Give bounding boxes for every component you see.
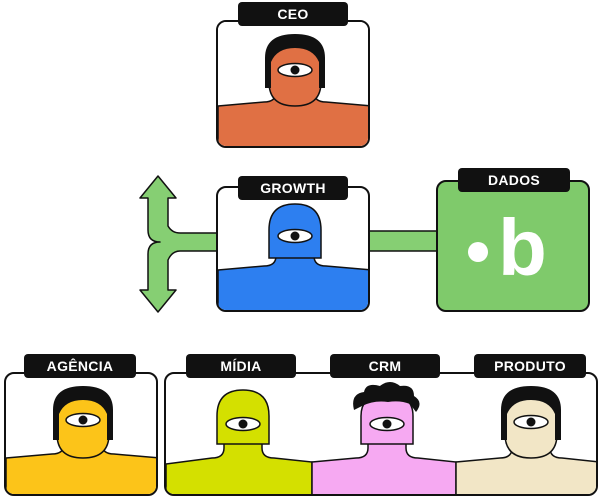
growth-left-arrow-connector xyxy=(139,175,221,313)
agencia-card[interactable] xyxy=(4,372,158,496)
ceo-hair xyxy=(265,34,325,88)
crm-label: CRM xyxy=(330,354,440,378)
dados-logo-dot xyxy=(468,242,488,262)
growth-card[interactable] xyxy=(216,186,370,312)
growth-dados-connector xyxy=(367,230,441,252)
agencia-hair xyxy=(53,386,113,440)
dados-label: DADOS xyxy=(458,168,570,192)
team-group-card[interactable] xyxy=(164,372,598,496)
midia-character-icon xyxy=(166,389,313,494)
ceo-character-icon xyxy=(218,22,368,146)
growth-pupil xyxy=(290,231,300,241)
produto-label: PRODUTO xyxy=(474,354,586,378)
ceo-card[interactable] xyxy=(216,20,370,148)
growth-label: GROWTH xyxy=(238,176,348,200)
produto-character-icon xyxy=(455,386,596,494)
ceo-pupil xyxy=(290,65,300,75)
crm-character-icon xyxy=(311,382,457,494)
growth-character-icon xyxy=(218,203,368,310)
midia-label: MÍDIA xyxy=(186,354,296,378)
agencia-character-icon xyxy=(6,386,156,494)
agencia-pupil xyxy=(78,415,88,425)
dados-logo-letter: b xyxy=(498,203,547,292)
team-group-art xyxy=(166,382,596,494)
ceo-label: CEO xyxy=(238,2,348,26)
agencia-label: AGÊNCIA xyxy=(24,354,136,378)
dados-card[interactable]: b xyxy=(436,180,590,312)
